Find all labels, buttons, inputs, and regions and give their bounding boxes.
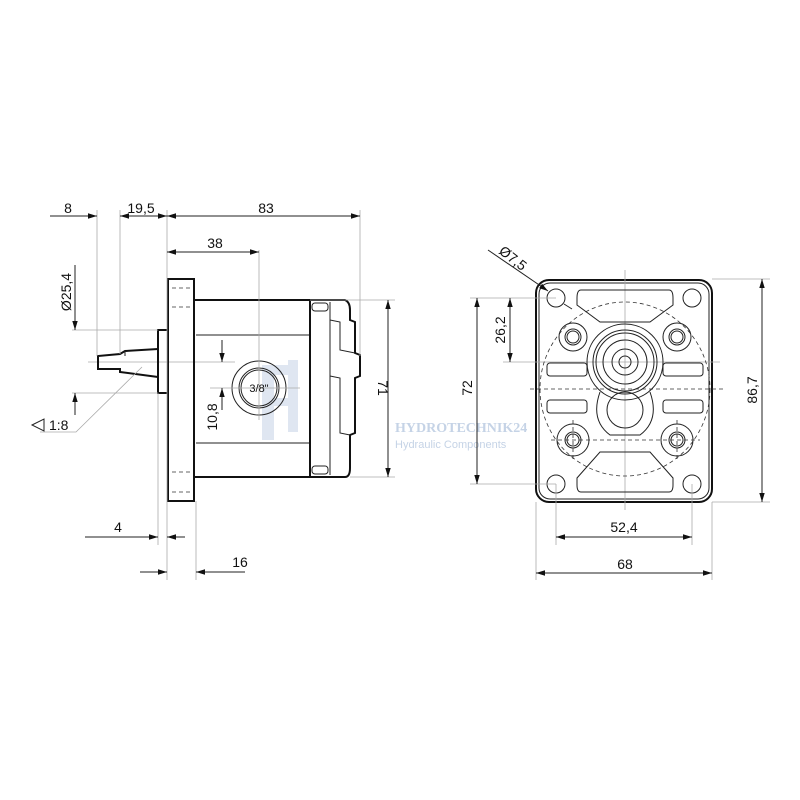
dim-port-offset: 10,8	[204, 403, 220, 430]
shaft-seal	[592, 329, 658, 395]
dim-body-length: 83	[258, 200, 274, 216]
dim-shaft-length: 19,5	[127, 200, 154, 216]
dim-hole-spacing-vertical: 72	[459, 380, 475, 396]
front-outline	[535, 279, 713, 503]
lower-port	[606, 391, 644, 429]
dim-total-width: 68	[617, 556, 633, 572]
flange	[167, 278, 195, 502]
watermark-logo	[262, 360, 298, 440]
taper-icon	[30, 418, 45, 432]
end-cover	[309, 299, 361, 478]
shaft	[97, 348, 159, 378]
dim-body-height: 71	[375, 380, 391, 396]
dim-hole-diameter: Ø7,5	[496, 242, 530, 273]
dim-shaft-diameter: Ø25,4	[58, 273, 74, 311]
dim-hole-spacing-horizontal: 52,4	[610, 519, 637, 535]
dim-flange: 16	[232, 554, 248, 570]
side-view: 3/8" 8 19,5 83 38 Ø25,4 10,8 71 1:8 4	[30, 200, 395, 580]
watermark-tagline: Hydraulic Components	[395, 439, 507, 451]
taper-label: 1:8	[49, 417, 69, 433]
corner-hole	[682, 288, 702, 308]
dim-port-position: 38	[207, 235, 223, 251]
shaft-hub	[157, 329, 169, 394]
dim-total-height: 86,7	[744, 376, 760, 403]
watermark-brand: HYDROTECHNIK24	[395, 421, 527, 436]
dim-center-offset: 26,2	[492, 316, 508, 343]
dim-shaft-tip: 8	[64, 200, 72, 216]
dim-pilot: 4	[114, 519, 122, 535]
port-label: 3/8"	[249, 383, 268, 395]
front-view: 86,7 72 26,2 52,4 68 Ø7,5	[459, 242, 770, 580]
